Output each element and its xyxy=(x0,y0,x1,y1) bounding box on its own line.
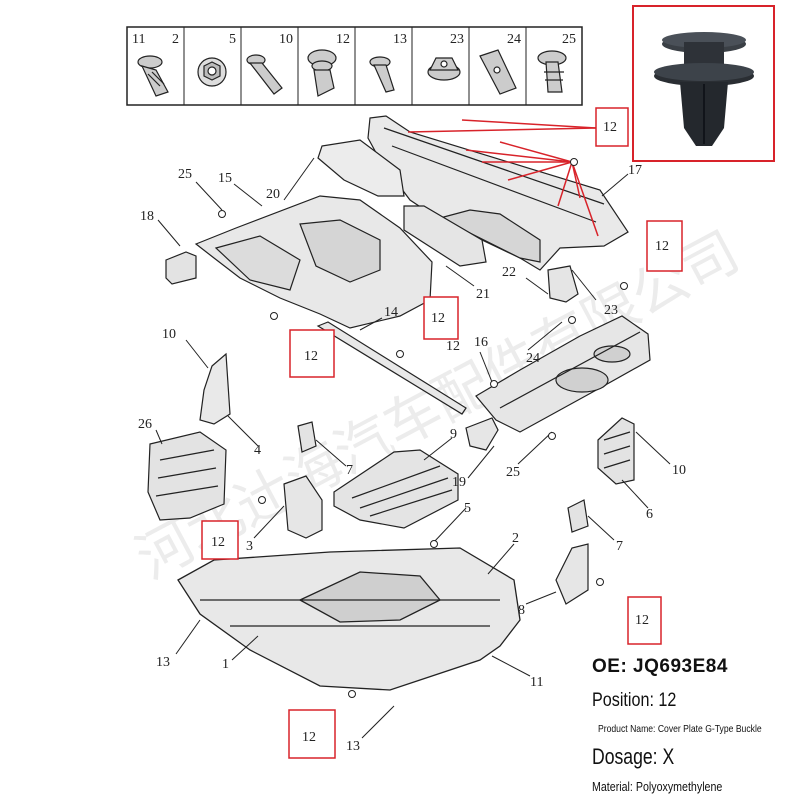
part-label-26: 26 xyxy=(138,417,152,432)
part-label-20: 20 xyxy=(266,187,280,202)
part-26-grille xyxy=(147,431,227,521)
legend-label-1: 5 xyxy=(229,32,236,47)
nut-icon xyxy=(197,57,227,87)
position-text: Position: 12 xyxy=(592,690,677,711)
clip-photo-inset xyxy=(632,5,775,162)
highlight-12-left: 12 xyxy=(304,349,318,364)
highlight-12-center: 12 xyxy=(431,311,445,326)
material-text: Material: Polyoxymethylene xyxy=(592,779,723,794)
part-8-bracket xyxy=(555,543,589,605)
bolt-icon xyxy=(246,54,283,95)
part-label-13b: 13 xyxy=(346,739,360,754)
part-label-10a: 10 xyxy=(162,327,176,342)
callout-arrows xyxy=(407,119,599,237)
part-label-5: 5 xyxy=(464,501,471,516)
part-1-main-underbody-plate xyxy=(177,547,521,691)
part-19-bracket xyxy=(465,417,499,451)
part-number-labels: 25 15 20 17 18 21 22 23 14 12 16 24 10 4… xyxy=(138,163,686,754)
part-label-9: 9 xyxy=(450,427,457,442)
legend-label-5: 23 xyxy=(450,32,464,47)
leader-lines xyxy=(155,157,671,739)
part-label-7b: 7 xyxy=(616,539,623,554)
legend-label-7: 25 xyxy=(562,32,576,47)
part-10-4-left-flap xyxy=(199,352,231,425)
part-label-17: 17 xyxy=(628,163,642,178)
part-6-right-grille xyxy=(597,417,635,485)
part-label-14: 14 xyxy=(384,305,398,320)
push-clip-icon xyxy=(307,49,337,97)
part-label-1: 1 xyxy=(222,657,229,672)
part-20-cover-plate xyxy=(317,139,405,197)
part-22-bracket xyxy=(547,265,579,303)
part-label-19: 19 xyxy=(452,475,466,490)
legend-label-2: 10 xyxy=(279,32,293,47)
clip-markers xyxy=(218,158,628,698)
legend-label-0: 2 xyxy=(172,32,179,47)
highlight-12-top: 12 xyxy=(603,120,617,135)
highlight-boxes: 12 12 12 12 12 12 12 xyxy=(201,107,683,759)
part-16-right-shield xyxy=(475,315,651,433)
part-7-left-bracket xyxy=(297,421,317,453)
part-label-16: 16 xyxy=(474,335,488,350)
part-label-7a: 7 xyxy=(346,463,353,478)
u-nut-icon xyxy=(479,49,517,95)
part-label-25a: 25 xyxy=(178,167,192,182)
part-label-15: 15 xyxy=(218,171,232,186)
christmas-tree-clip-icon xyxy=(537,50,567,93)
part-14-rod xyxy=(316,321,467,415)
screw-icon xyxy=(369,56,395,93)
part-label-22: 22 xyxy=(502,265,516,280)
legend-label-6: 24 xyxy=(507,32,521,47)
part-label-11: 11 xyxy=(530,675,543,690)
bolt-flange-icon xyxy=(137,55,169,97)
part-label-6: 6 xyxy=(646,507,653,522)
highlight-12-lower-left: 12 xyxy=(211,535,225,550)
product-name-text: Product Name: Cover Plate G-Type Buckle xyxy=(598,723,762,735)
part-label-12b: 12 xyxy=(446,339,460,354)
part-label-2: 2 xyxy=(512,531,519,546)
part-label-4: 4 xyxy=(254,443,261,458)
part-18-bracket xyxy=(165,251,197,285)
part-label-23: 23 xyxy=(604,303,618,318)
legend-label-3: 12 xyxy=(336,32,350,47)
part-3-bracket xyxy=(283,475,323,539)
part-7-right-bracket xyxy=(567,499,589,533)
part-label-3: 3 xyxy=(246,539,253,554)
legend-label-0-left: 11 xyxy=(132,32,145,47)
part-label-18: 18 xyxy=(140,209,154,224)
fastener-legend: 11 2 5 10 12 13 23 24 25 xyxy=(126,26,583,106)
part-label-10b: 10 xyxy=(672,463,686,478)
part-label-21: 21 xyxy=(476,287,490,302)
highlight-12-bottom: 12 xyxy=(302,730,316,745)
part-21-bracket xyxy=(403,205,487,267)
oe-number: OE: JQ693E84 xyxy=(592,656,728,677)
dosage-text: Dosage: X xyxy=(592,744,675,769)
highlight-12-right: 12 xyxy=(655,239,669,254)
highlight-12-lower-right: 12 xyxy=(635,613,649,628)
flange-nut-icon xyxy=(427,57,461,81)
part-15-left-shield xyxy=(194,195,433,329)
part-9-center-skid xyxy=(333,449,459,529)
part-label-25b: 25 xyxy=(506,465,520,480)
part-label-13a: 13 xyxy=(156,655,170,670)
part-label-24: 24 xyxy=(526,351,540,366)
legend-label-4: 13 xyxy=(393,32,407,47)
part-label-8: 8 xyxy=(518,603,525,618)
